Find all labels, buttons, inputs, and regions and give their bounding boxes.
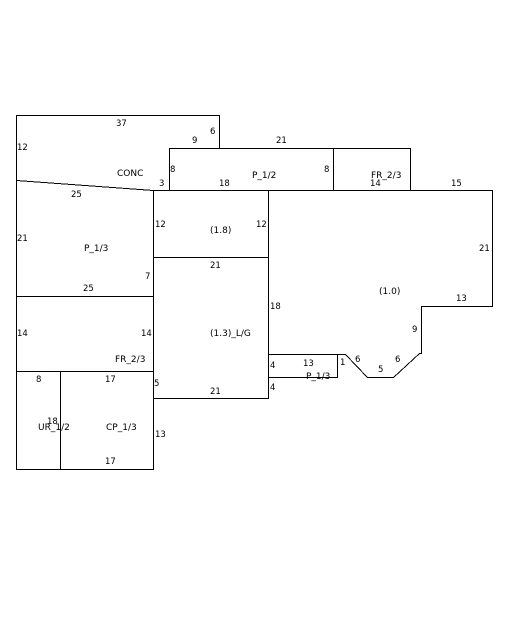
label-ur-half: UR_1/2 [38, 423, 70, 433]
dim-label: 18 [219, 179, 230, 189]
dimension-labels: 37 6 9 12 21 8 8 18 3 14 15 25 21 12 12 … [17, 119, 490, 467]
dim-label: 8 [36, 375, 41, 385]
label-area-1-0: (1.0) [379, 287, 400, 297]
dim-label: 7 [145, 272, 150, 282]
dim-label: 8 [324, 165, 329, 175]
dim-label: 5 [378, 365, 383, 375]
dim-label: 6 [355, 355, 360, 365]
dim-label: 13 [456, 294, 467, 304]
dim-label: 18 [270, 302, 281, 312]
dim-label: 6 [395, 355, 400, 365]
dim-label: 25 [71, 190, 82, 200]
dim-label: 21 [17, 234, 28, 244]
area-labels: CONC P_1/2 FR_2/3 P_1/3 (1.8) (1.0) (1.3… [38, 169, 401, 433]
dim-label: 17 [105, 457, 116, 467]
label-p-half-top: P_1/2 [252, 171, 276, 181]
dim-label: 4 [270, 383, 275, 393]
dim-label: 5 [154, 379, 159, 389]
p-third-left-outline [16, 180, 154, 297]
dim-label: 6 [210, 127, 215, 137]
dim-label: 13 [155, 430, 166, 440]
label-fr-two-thirds-top: FR_2/3 [371, 171, 401, 181]
label-p-third-bottom: P_1/3 [306, 372, 330, 382]
dim-label: 21 [479, 244, 490, 254]
label-cp-third: CP_1/3 [106, 423, 137, 433]
dim-label: 21 [210, 261, 221, 271]
dim-label: 21 [210, 387, 221, 397]
label-fr-two-thirds-left: FR_2/3 [115, 355, 145, 365]
dim-label: 9 [412, 325, 417, 335]
label-area-1-3-lg: (1.3)_L/G [210, 329, 251, 339]
dim-label: 9 [192, 136, 197, 146]
p-third-bottom-outline [268, 354, 338, 378]
dim-label: 15 [451, 179, 462, 189]
dim-label: 14 [141, 329, 152, 339]
area-1-8-outline [153, 190, 269, 258]
dim-label: 8 [170, 165, 175, 175]
dim-label: 12 [256, 220, 267, 230]
dim-label: 13 [303, 359, 314, 369]
label-conc: CONC [117, 169, 143, 179]
label-area-1-8: (1.8) [210, 226, 231, 236]
dim-label: 4 [270, 361, 275, 371]
dim-label: 37 [116, 119, 127, 129]
ur-cp-outline [16, 371, 154, 470]
dim-label: 14 [370, 179, 381, 189]
dim-label: 25 [83, 284, 94, 294]
area-1-3-lg-outline [153, 257, 269, 399]
dim-label: 17 [105, 375, 116, 385]
area-1-0-outline [268, 190, 493, 378]
dim-label: 12 [17, 143, 28, 153]
label-p-third-left: P_1/3 [84, 244, 108, 254]
dim-label: 1 [340, 358, 345, 368]
dim-label: 21 [276, 136, 287, 146]
dim-label: 14 [17, 329, 28, 339]
dim-label: 12 [155, 220, 166, 230]
dim-label: 3 [159, 179, 164, 189]
wall-outlines [16, 115, 493, 470]
dim-label: 18 [47, 417, 58, 427]
